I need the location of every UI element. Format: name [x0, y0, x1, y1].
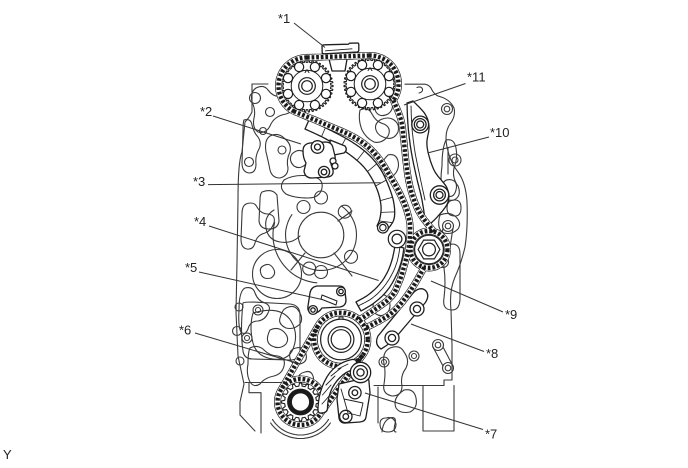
svg-text:*1: *1 — [278, 11, 290, 26]
svg-text:*8: *8 — [486, 346, 498, 361]
svg-text:*11: *11 — [467, 70, 486, 85]
svg-text:*10: *10 — [490, 125, 510, 140]
svg-text:*2: *2 — [200, 104, 212, 119]
svg-text:*3: *3 — [193, 174, 205, 189]
svg-text:Y: Y — [3, 447, 12, 462]
svg-text:*5: *5 — [185, 260, 197, 275]
svg-text:*6: *6 — [179, 323, 191, 338]
svg-text:*4: *4 — [194, 214, 206, 229]
svg-text:*9: *9 — [505, 307, 517, 322]
svg-text:*7: *7 — [485, 427, 497, 442]
